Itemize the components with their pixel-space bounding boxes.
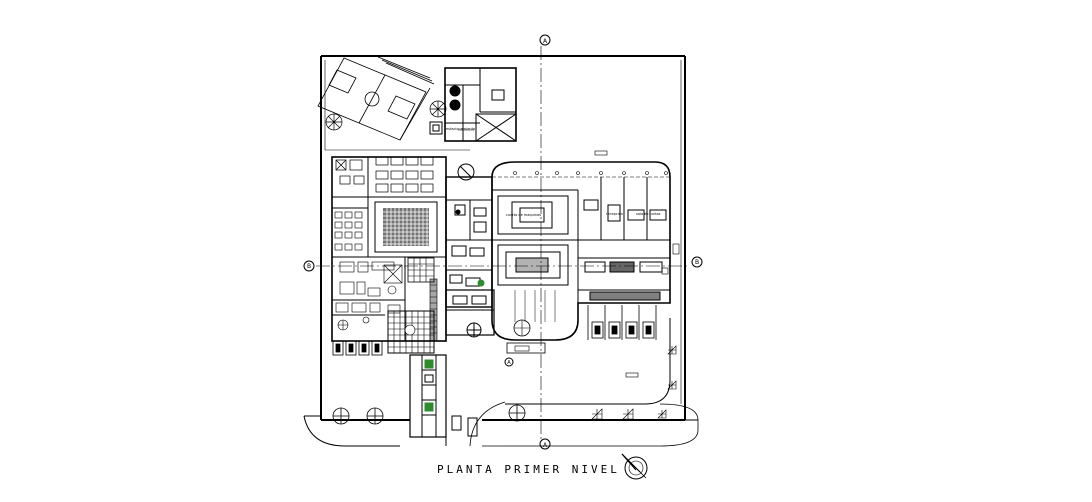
axis-label-a-bottom: A: [543, 442, 548, 449]
tree-icon: [325, 100, 447, 131]
axis-marker-a-mid: [504, 357, 514, 367]
lower-room: [445, 289, 495, 338]
central-patio: [387, 257, 438, 354]
column-dots: [513, 171, 668, 175]
area-label-0: estacionamiento: [446, 127, 475, 131]
axis-marker-a-top: [539, 34, 551, 46]
car-icon: [332, 340, 383, 356]
area-label-1: cuarto de maquinas: [506, 213, 541, 217]
axis-marker-b-right: [691, 256, 703, 268]
car-icon: [587, 305, 657, 340]
site-boundary: [320, 55, 686, 421]
classroom-desks: [334, 211, 403, 324]
axis-label-b-right: B: [695, 259, 699, 266]
tree-icon: [337, 319, 349, 331]
axis-lines: [316, 46, 690, 440]
desk-grid: [514, 290, 556, 322]
main-building: [491, 161, 671, 341]
axis-label-a-top: A: [543, 38, 548, 45]
center-block: [445, 163, 493, 308]
auditorium-seating: [374, 201, 438, 253]
axis-marker-a-bottom: [539, 438, 551, 450]
toilet-stalls: [335, 156, 434, 193]
axis-marker-b-left: [303, 260, 315, 272]
entry-parking: [409, 354, 478, 446]
drawing-title: PLANTA PRIMER NIVEL: [437, 463, 620, 476]
sports-court: [317, 56, 435, 141]
axis-label-b-left: B: [307, 263, 311, 270]
north-arrow-icon: [621, 453, 648, 480]
service-building: [429, 67, 517, 142]
area-label-2: recepcion: [606, 212, 623, 216]
tree-icon: [332, 345, 677, 425]
left-wing: [331, 156, 447, 342]
area-label-3: sala de juntas: [636, 212, 661, 216]
axis-label-a-mid: A: [507, 360, 511, 366]
